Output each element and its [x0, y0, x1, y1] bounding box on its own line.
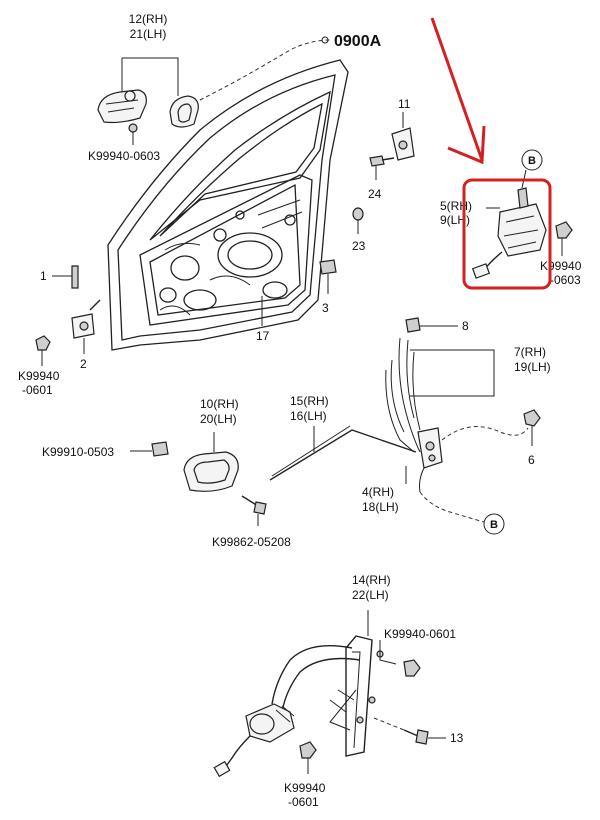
label-17: 17	[256, 329, 270, 343]
lock-rods-7-19	[385, 337, 495, 453]
label-22: 22(LH)	[352, 588, 389, 602]
outside-handle-assembly	[97, 36, 331, 145]
label-15: 15(RH)	[290, 394, 329, 408]
label-5: 5(RH)	[440, 199, 472, 213]
highlight-box	[462, 178, 552, 290]
regulator-motor	[213, 703, 295, 778]
ref-b-bottom: B	[490, 519, 498, 531]
label-k99940-right-a: K99940	[540, 259, 582, 273]
striker-bracket-11	[391, 112, 415, 161]
label-12: 12(RH)	[129, 12, 168, 26]
label-k99940-bottom-b: -0601	[288, 795, 319, 809]
label-20: 20(LH)	[200, 412, 237, 426]
label-21: 21(LH)	[130, 27, 167, 41]
reference-code: 0900A	[334, 33, 382, 50]
label-4: 4(RH)	[362, 485, 394, 499]
highlight-arrow-head	[447, 125, 486, 165]
label-18: 18(LH)	[362, 500, 399, 514]
screw-24	[369, 155, 395, 180]
label-k99862-05208: K99862-05208	[212, 535, 291, 549]
clip-3	[319, 259, 337, 294]
window-regulator-14-22	[271, 610, 384, 757]
door-panel	[107, 59, 349, 351]
label-19: 19(LH)	[514, 360, 551, 374]
label-k99940-left-a: K99940	[18, 369, 60, 383]
highlight-arrow-shaft	[430, 17, 484, 161]
nut-0601-bottom	[299, 741, 317, 774]
label-8: 8	[462, 319, 469, 333]
label-24: 24	[368, 187, 382, 201]
label-14: 14(RH)	[352, 573, 391, 587]
inside-handle-10-20	[183, 432, 239, 492]
nut-0601-left	[35, 335, 51, 366]
label-k99940-left-b: -0601	[22, 383, 53, 397]
label-k99940-0603-top: K99940-0603	[88, 149, 160, 163]
highlight-annotation	[430, 17, 552, 290]
ref-b-bottom-circle	[483, 513, 505, 535]
wire-to-b	[419, 491, 485, 523]
washer-23	[352, 207, 364, 234]
label-6: 6	[528, 453, 535, 467]
hinge-2	[71, 299, 101, 354]
ref-b-top-circle	[521, 149, 543, 171]
door-lock-actuator-5-9	[471, 169, 547, 279]
label-k99940-bottom-a: K99940	[284, 781, 326, 795]
nut-0601-right	[379, 640, 421, 677]
clip-0503	[130, 441, 169, 457]
door-latch	[417, 427, 443, 493]
rod-15-16	[269, 425, 417, 481]
label-1: 1	[40, 269, 47, 283]
label-7: 7(RH)	[514, 345, 546, 359]
label-3: 3	[322, 301, 329, 315]
label-13: 13	[450, 731, 464, 745]
clip-8	[405, 317, 458, 333]
label-11: 11	[398, 97, 411, 111]
pin-1	[52, 265, 79, 289]
label-10: 10(RH)	[200, 397, 239, 411]
bolt-13	[373, 717, 446, 745]
label-16: 16(LH)	[290, 409, 327, 423]
label-k99940-right-b: -0603	[550, 273, 581, 287]
latch-screw-dash	[441, 426, 529, 441]
label-2: 2	[80, 357, 87, 371]
nut-0603-right	[555, 221, 573, 256]
screw-6	[523, 409, 541, 446]
screw-05208	[241, 495, 267, 526]
label-k99940-0601-right: K99940-0601	[384, 627, 456, 641]
ref-b-top: B	[528, 155, 536, 167]
label-9: 9(LH)	[440, 213, 470, 227]
label-23: 23	[352, 239, 366, 253]
label-k99910-0503: K99910-0503	[42, 445, 114, 459]
